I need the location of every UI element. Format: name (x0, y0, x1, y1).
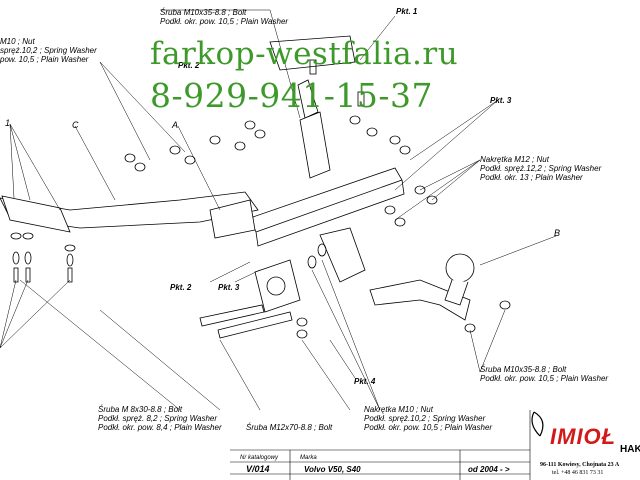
label-pkt4: Pkt. 4 (354, 377, 376, 386)
label-pkt2-top: Pkt. 2 (178, 61, 200, 70)
label-nut-left: M10 ; Nut (0, 37, 35, 46)
ball-arm-b (369, 279, 471, 321)
footer-table (230, 410, 531, 480)
brand-logo: IMIOŁ (550, 424, 617, 449)
label-top-washer: Podkł. okr. pow. 10,5 ; Plain Washer (160, 17, 288, 26)
brand-logo-sub: HAK (620, 444, 640, 455)
leader-lines (0, 9, 557, 411)
label-spring-left: spręż.10,2 ; Spring Washer (0, 46, 97, 55)
label-washer-bolt-right: Podkł. okr. pow. 10,5 ; Plain Washer (480, 374, 608, 383)
ball-neck (444, 279, 469, 306)
brand-emblem (531, 411, 544, 437)
bolt-m12-right (217, 311, 293, 339)
watermark-phone: 8-929-941-15-37 (150, 76, 434, 115)
label-washer-right: Podkł. okr. 13 ; Plain Washer (480, 173, 583, 182)
label-washer-left: pow. 10,5 ; Plain Washer (0, 55, 89, 64)
brand-phone: tel. +48 46 831 73 31 (552, 470, 604, 476)
label-spring-m10: Podkł. spręż.10,2 ; Spring Washer (364, 414, 486, 423)
bolt-m12-left (199, 304, 265, 327)
footer-catalog-number: V/014 (246, 464, 270, 474)
footer-date: od 2004 - > (468, 465, 510, 474)
socket-hole (266, 276, 286, 296)
label-top-bolt: Śruba M10x35-8.8 ; Bolt (160, 8, 247, 17)
label-nut-right: Nakrętka M12 ; Nut (480, 155, 550, 164)
label-bolt-m12: Śruba M12x70-8.8 ; Bolt (246, 423, 333, 432)
watermark-url: farkop-westfalia.ru (150, 36, 459, 72)
label-bolt-m8: Śruba M 8x30-8.8 ; Bolt (98, 405, 183, 414)
fasteners (10, 59, 511, 339)
footer-brand-caption: Marka (300, 455, 317, 461)
label-bolt-right: Śruba M10x35-8.8 ; Bolt (480, 365, 567, 374)
label-spring-right: Podkł. spręż.12,2 ; Spring Washer (480, 164, 602, 173)
label-pkt3-top: Pkt. 3 (490, 96, 512, 105)
label-washer-m8: Podkł. okr. pow. 8,4 ; Plain Washer (98, 423, 222, 432)
label-spring-m8: Podkł. spręż. 8,2 ; Spring Washer (98, 414, 217, 423)
bracket-1 (1, 195, 71, 233)
brand-address: 96-111 Kowiesy, Chojnata 23 A (540, 462, 620, 468)
vertical-bracket (297, 79, 331, 179)
label-pkt3-mid: Pkt. 3 (218, 283, 240, 292)
top-plate (269, 35, 356, 71)
label-washer-m10: Podkł. okr. pow. 10,5 ; Plain Washer (364, 423, 492, 432)
label-nut-m10: Nakrętka M10 ; Nut (364, 405, 434, 414)
label-part-b: B (554, 228, 560, 238)
side-arm-c-bracket (209, 199, 256, 239)
footer-catalog-caption: Nr katalogowy (240, 455, 279, 461)
tow-ball (445, 253, 475, 283)
label-pkt1: Pkt. 1 (396, 7, 418, 16)
label-part-a: A (171, 120, 178, 130)
hitch-bracket (319, 227, 366, 283)
label-part-1: 1 (5, 118, 10, 128)
label-part-c: C (72, 120, 79, 130)
label-pkt2-mid: Pkt. 2 (170, 283, 192, 292)
footer-model: Volvo V50, S40 (304, 465, 361, 474)
